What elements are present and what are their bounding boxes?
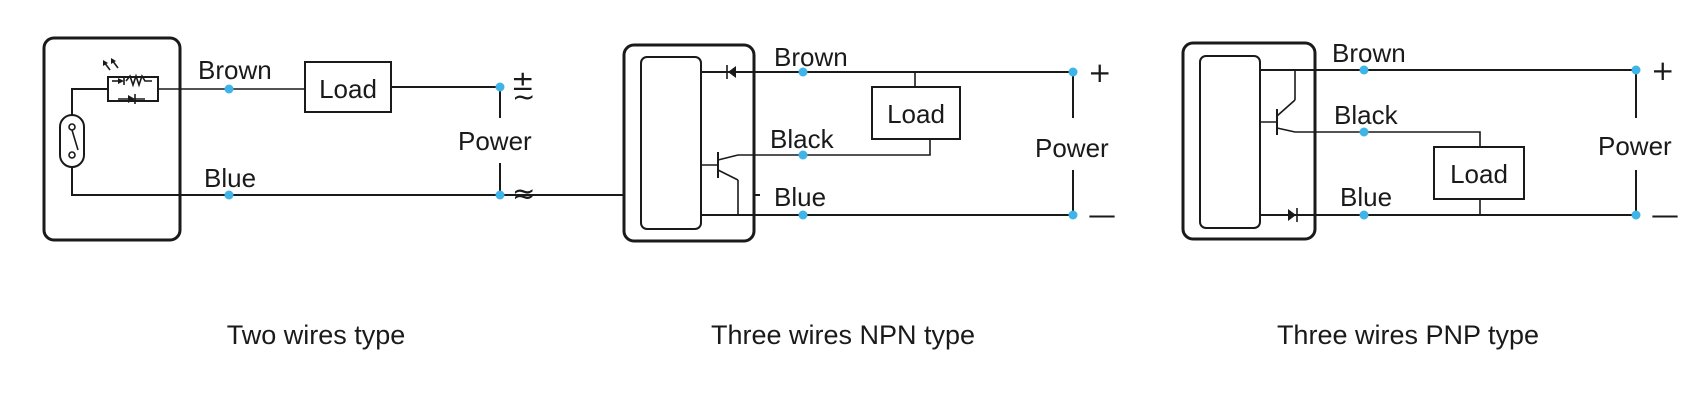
npn-sensor-circuit bbox=[640, 56, 702, 230]
two-wire-brown-label: Brown bbox=[198, 55, 272, 85]
pnp-power-label: Power bbox=[1598, 131, 1672, 161]
led-icon bbox=[103, 58, 125, 85]
npn-power-label: Power bbox=[1035, 133, 1109, 163]
pnp-power-plus-terminal bbox=[1631, 65, 1641, 75]
pnp-black-terminal bbox=[1359, 127, 1369, 137]
pnp-minus-symbol: — bbox=[1651, 198, 1679, 231]
pnp-load-label: Load bbox=[1450, 159, 1508, 189]
pnp-plus-symbol: + bbox=[1651, 54, 1674, 87]
diode-icon bbox=[118, 94, 145, 104]
npn-brown-terminal bbox=[798, 67, 808, 77]
npn-diagram: Load Brown Black Blue Power + — Three wi… bbox=[622, 42, 1116, 350]
two-wire-blue-label: Blue bbox=[204, 163, 256, 193]
two-wire-tilde-top: ~ bbox=[512, 80, 535, 113]
npn-plus-symbol: + bbox=[1088, 56, 1111, 89]
pnp-diode-icon bbox=[1288, 208, 1298, 222]
pnp-brown-label: Brown bbox=[1332, 38, 1406, 68]
npn-blue-label: Blue bbox=[774, 182, 826, 212]
two-wire-power-plus-terminal bbox=[495, 82, 505, 92]
two-wire-load-label: Load bbox=[319, 74, 377, 104]
two-wire-blue-terminal bbox=[224, 190, 234, 200]
npn-minus-symbol: — bbox=[1088, 198, 1116, 231]
two-wire-caption: Two wires type bbox=[227, 320, 406, 350]
pnp-caption: Three wires PNP type bbox=[1277, 320, 1539, 350]
pnp-black-label: Black bbox=[1334, 100, 1399, 130]
npn-blue-terminal bbox=[798, 210, 808, 220]
npn-load-box bbox=[871, 86, 961, 140]
pnp-load-box bbox=[1433, 146, 1525, 200]
npn-load-label: Load bbox=[887, 99, 945, 129]
pnp-power-minus-terminal bbox=[1631, 210, 1641, 220]
pnp-brown-terminal bbox=[1359, 65, 1369, 75]
two-wire-tilde-bottom: ≈ bbox=[512, 177, 535, 210]
two-wire-brown-terminal bbox=[224, 84, 234, 94]
two-wire-plus-symbol: ± bbox=[511, 64, 534, 97]
npn-black-terminal bbox=[798, 150, 808, 160]
npn-black-label: Black bbox=[770, 124, 835, 154]
npn-diode-icon bbox=[726, 65, 736, 79]
two-wire-load-box bbox=[304, 61, 392, 113]
npn-power-minus-terminal bbox=[1068, 210, 1078, 220]
pnp-transistor-icon bbox=[1260, 70, 1481, 147]
reed-switch-icon bbox=[59, 114, 85, 168]
two-wire-diagram: Load Brown Blue Power ± ~ ≈ Two wires ty… bbox=[42, 36, 760, 350]
npn-brown-label: Brown bbox=[774, 42, 848, 72]
two-wire-power-minus-terminal bbox=[495, 190, 505, 200]
npn-caption: Three wires NPN type bbox=[711, 320, 975, 350]
two-wire-power-label: Power bbox=[458, 126, 532, 156]
npn-power-plus-terminal bbox=[1068, 67, 1078, 77]
pnp-blue-label: Blue bbox=[1340, 182, 1392, 212]
pnp-blue-terminal bbox=[1359, 210, 1369, 220]
pnp-diagram: Load Brown Black Blue Power + — Three wi… bbox=[1181, 38, 1679, 350]
resistor-icon bbox=[125, 73, 152, 88]
pnp-sensor-circuit bbox=[1199, 55, 1261, 229]
